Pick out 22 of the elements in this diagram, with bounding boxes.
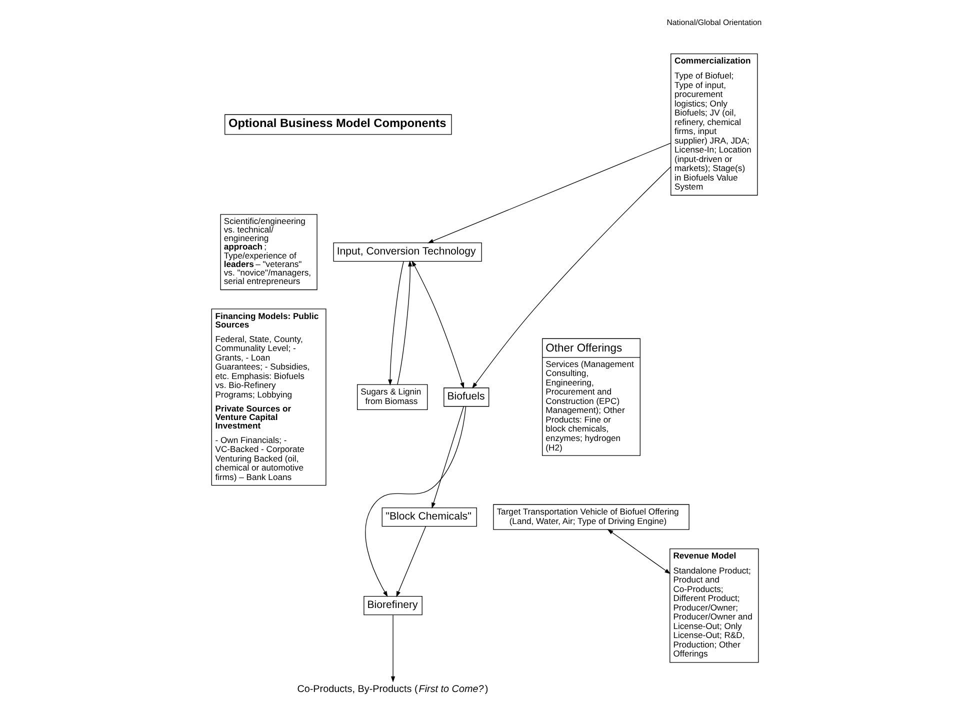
arrow <box>396 526 426 598</box>
arrow <box>390 614 395 682</box>
node-box: "Block Chemicals" <box>381 507 476 527</box>
node-box: Commercialization Type of Biofuel; Type of input, procurement logistics; Only Biofuels; JV (oil, refinery, chemical firms, input supplier) JRA, JDA; License-In; Location (input-driven or markets); Stage(s) in Biofuels Value System <box>670 54 758 196</box>
arrow <box>472 166 671 389</box>
arrow <box>606 529 670 574</box>
node-text: Co-Products, By-Products (First to Come?) <box>296 684 488 695</box>
node-box: Scientific/engineering vs. technical/ engineering approach; Type/experience of leaders – "veterans" vs. "novice"/managers, serial entrepreneurs <box>220 214 317 290</box>
node-box: Biorefinery <box>363 596 422 616</box>
arrow <box>427 142 670 244</box>
node-box: Revenue Model Standalone Product; Product and Co-Products; Different Product; Producer/Owner; Producer/Owner and License-Out; Only License-Out; R&D, Production; Other Offerings <box>669 548 758 663</box>
node-box: Financing Models: Public Sources Federal, State, County, Communality Level; - Grants, - Loan Guarantees; - Subsidies, etc. Emphasis: Biofuels vs. Bio-Refinery Programs; Lobbying Private Sources or Venture Capital Investment - Own Financials; - VC-Backed - Corporate Venturing Backed (oil, chemical or automotive firms) – Bank Loans <box>210 308 326 486</box>
arrow <box>388 261 404 386</box>
node-box: Biofuels <box>443 388 489 407</box>
arrow <box>411 260 464 389</box>
node-box: Sugars & Lignin from Biomass <box>356 384 428 410</box>
node-box: Optional Business Model Components <box>224 114 452 135</box>
arrow <box>364 406 466 598</box>
arrow <box>396 260 412 385</box>
arrow <box>431 406 464 509</box>
node-box: Target Transportation Vehicle of Biofuel Offering (Land, Water, Air; Type of Driving Engine) <box>492 504 689 530</box>
node-box: Input, Conversion Technology <box>332 242 482 262</box>
